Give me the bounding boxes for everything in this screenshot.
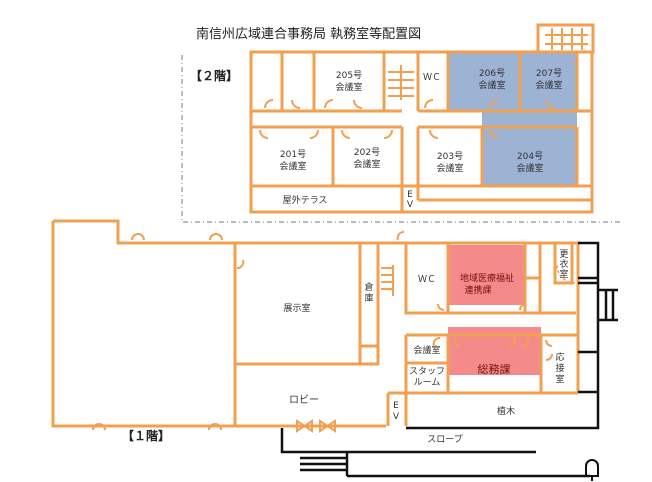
room-staff-2: ルーム <box>414 377 441 388</box>
room-reception-1: 応 <box>555 351 564 363</box>
room-2f-wc: ＷＣ <box>423 73 441 83</box>
elevator-1f-v: V <box>393 412 400 422</box>
room-reception-2: 接 <box>555 362 564 374</box>
elevator-2f-v: V <box>407 200 414 210</box>
floor2-room-labels: 205号 会議室 ＷＣ 206号 会議室 207号 会議室 201号 会議室 2… <box>279 68 562 210</box>
floor2-label: 【２階】 <box>190 68 238 83</box>
floor2-walls <box>249 23 595 214</box>
room-staff-1: スタッフ <box>409 366 445 377</box>
room-205-number: 205号 <box>336 70 362 81</box>
plan-title: 南信州広域連合事務局 執務室等配置図 <box>196 26 421 42</box>
room-soumu: 総務課 <box>478 362 511 376</box>
elevator-1f-e: E <box>393 401 399 411</box>
room-202-number: 202号 <box>354 147 380 158</box>
floor-separator <box>181 55 622 223</box>
room-locker-3: 室 <box>559 268 568 280</box>
room-207-name: 会議室 <box>535 79 562 91</box>
floor1-walls <box>51 219 580 433</box>
room-206-name: 会議室 <box>478 79 505 91</box>
locker-door-swing <box>556 264 576 284</box>
room-outdoor-terrace: 屋外テラス <box>283 194 328 206</box>
room-202-name: 会議室 <box>353 158 380 170</box>
floor1-label: 【１階】 <box>122 428 170 443</box>
area-planting: 植木 <box>497 405 515 417</box>
room-storage-2: 庫 <box>364 292 373 304</box>
room-storage-1: 倉 <box>364 281 373 293</box>
room-renkei-highlight <box>448 245 525 305</box>
room-204-name: 会議室 <box>516 162 543 174</box>
room-203-number: 203号 <box>437 151 463 162</box>
room-locker-1: 更 <box>559 249 568 260</box>
room-203-name: 会議室 <box>436 162 463 174</box>
room-205-name: 会議室 <box>335 81 362 93</box>
room-204-number: 204号 <box>517 151 543 162</box>
floor1-room-labels: 展示室 倉 庫 ＷＣ 地域医療福祉 連携課 更 衣 室 会議室 スタッフ ルーム… <box>283 249 568 445</box>
room-reception-3: 室 <box>555 373 564 385</box>
floor1-exterior-lines <box>280 241 618 481</box>
room-lobby: ロビー <box>289 394 319 406</box>
elevator-2f-e: E <box>407 190 413 200</box>
room-1f-wc: ＷＣ <box>418 275 436 285</box>
room-exhibition: 展示室 <box>283 302 310 314</box>
room-meeting: 会議室 <box>413 344 440 356</box>
room-204-highlight <box>482 111 577 186</box>
room-locker-2: 衣 <box>559 258 568 270</box>
area-slope: スロープ <box>427 434 462 445</box>
room-207-number: 207号 <box>536 68 562 79</box>
room-renkei-line2: 連携課 <box>464 284 491 296</box>
room-206-number: 206号 <box>479 68 505 79</box>
room-201-number: 201号 <box>280 149 306 160</box>
room-renkei-line1: 地域医療福祉 <box>460 272 514 284</box>
room-206-207-highlight <box>448 53 577 111</box>
room-201-name: 会議室 <box>279 160 306 172</box>
